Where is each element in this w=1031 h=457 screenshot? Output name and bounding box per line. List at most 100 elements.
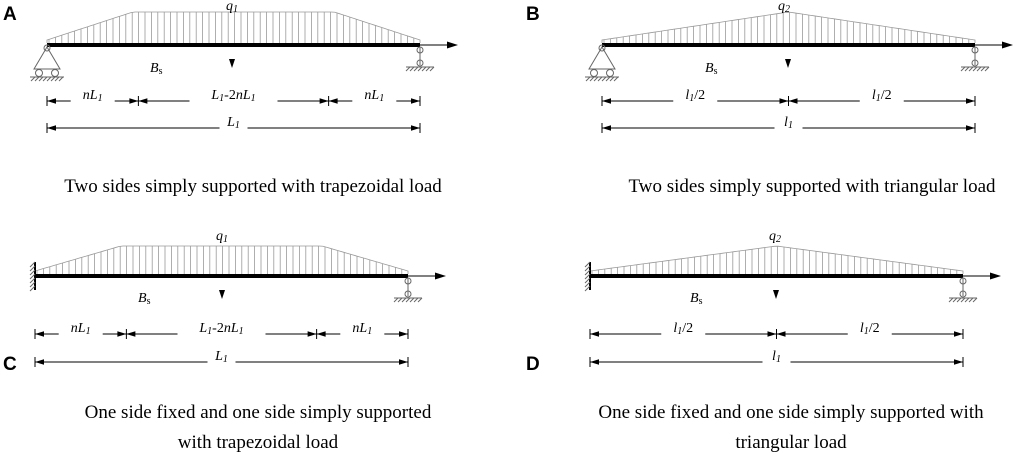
- pin-support-triangle: [33, 46, 61, 70]
- wall-hatch: [584, 273, 591, 280]
- dimension-arrowhead: [954, 331, 963, 337]
- ground-hatch: [421, 66, 427, 72]
- dimension-label: l1/2: [860, 321, 880, 337]
- panel-letter: A: [3, 4, 17, 25]
- ground-hatch: [405, 66, 411, 72]
- load-label: q2: [769, 229, 781, 245]
- ground-hatch: [948, 297, 954, 303]
- panel-letter: C: [3, 354, 17, 375]
- pin-support-hinge: [43, 44, 51, 52]
- dimension-label: L1-2nL1: [198, 321, 243, 337]
- ground-hatch: [613, 76, 619, 82]
- z-direction-marker: [219, 290, 225, 299]
- dimension-arrowhead: [602, 125, 611, 131]
- axis-arrowhead: [1002, 41, 1013, 49]
- stiffness-label: Bs: [690, 291, 703, 307]
- panel-caption-line: Two sides simply supported with triangul…: [628, 176, 996, 197]
- trapezoidal-load-distribution: [34, 245, 409, 274]
- triangular-load-distribution: [601, 11, 976, 43]
- ground-hatch: [589, 76, 595, 82]
- dimension-segments: l1/2 l1/2: [601, 88, 976, 107]
- dimension-label-backdrop: [340, 326, 385, 340]
- wall-hatch: [584, 277, 591, 284]
- roller-hinge-top: [416, 46, 424, 54]
- load-outline: [34, 245, 409, 274]
- dimension-label: nL1: [352, 321, 372, 337]
- wall-hatch: [584, 285, 591, 292]
- z-direction-marker: [773, 290, 779, 299]
- total-length-label: L1: [226, 115, 240, 131]
- supports: [30, 44, 435, 82]
- wall-hatch: [584, 269, 591, 276]
- axis-arrowhead: [435, 272, 446, 280]
- ground-hatch: [34, 76, 40, 82]
- ground-hatch: [605, 76, 611, 82]
- dimension-label-backdrop: [661, 326, 706, 340]
- dimension-arrowhead: [954, 359, 963, 365]
- dimension-arrowhead: [590, 331, 599, 337]
- dimension-arrowhead: [316, 331, 326, 337]
- dimension-arrowhead: [602, 98, 611, 104]
- roller-hinge-bottom: [404, 290, 412, 298]
- dimension-label: L1-2nL1: [210, 88, 255, 104]
- ground-hatch: [42, 76, 48, 82]
- dimension-arrowhead: [399, 359, 408, 365]
- ground-hatch: [417, 297, 423, 303]
- dimension-label-backdrop: [774, 120, 803, 134]
- ground-hatch: [593, 76, 599, 82]
- ground-hatch: [30, 76, 36, 82]
- stiffness-label: Bs: [138, 291, 151, 307]
- ground-hatch: [38, 76, 44, 82]
- dimension-arrowhead: [411, 125, 420, 131]
- dimension-arrowhead: [138, 98, 148, 104]
- panel-caption-line: One side fixed and one side simply suppo…: [598, 402, 984, 423]
- dimension-arrowhead: [117, 331, 127, 337]
- ground-hatch: [964, 66, 970, 72]
- dimension-label-backdrop: [762, 354, 791, 368]
- dimension-arrowhead: [126, 331, 136, 337]
- ground-hatch: [952, 297, 958, 303]
- dimension-arrowhead: [328, 98, 338, 104]
- support-roller: [606, 69, 614, 77]
- dimension-label: l1/2: [685, 88, 705, 104]
- ground-hatch: [413, 297, 419, 303]
- ground-hatch: [609, 76, 615, 82]
- load-outline: [601, 11, 976, 43]
- ground-hatch: [968, 66, 974, 72]
- wall-hatch: [584, 281, 591, 288]
- ground-hatch: [972, 297, 978, 303]
- dimension-arrowhead: [47, 125, 56, 131]
- ground-hatch: [425, 66, 431, 72]
- load-label: q1: [226, 0, 238, 15]
- ground-hatch: [980, 66, 986, 72]
- ground-hatch: [417, 66, 423, 72]
- total-length-label: l1: [772, 349, 781, 365]
- load-label: q1: [216, 229, 228, 245]
- ground-hatch: [397, 297, 403, 303]
- triangular-load-distribution: [589, 245, 964, 274]
- wall-hatch: [29, 265, 36, 272]
- dimension-arrowhead: [307, 331, 317, 337]
- dimension-arrowhead: [35, 359, 44, 365]
- load-outline: [589, 245, 964, 274]
- dimension-arrowhead: [399, 331, 408, 337]
- supports: [585, 44, 990, 82]
- wall-hatch: [29, 261, 36, 268]
- dimension-arrowhead: [966, 125, 975, 131]
- axis-arrowhead: [447, 41, 458, 49]
- dimension-label-backdrop: [847, 326, 892, 340]
- roller-hinge-bottom: [959, 290, 967, 298]
- z-direction-marker: [229, 59, 235, 68]
- dimension-label: l1/2: [872, 88, 892, 104]
- wall-hatch: [29, 273, 36, 280]
- roller-hinge-top: [971, 46, 979, 54]
- panel-caption-line: with trapezoidal load: [178, 432, 339, 453]
- dimension-arrowhead: [319, 98, 329, 104]
- ground-hatch: [960, 66, 966, 72]
- total-length-label: l1: [784, 115, 793, 131]
- load-label: q2: [778, 0, 790, 15]
